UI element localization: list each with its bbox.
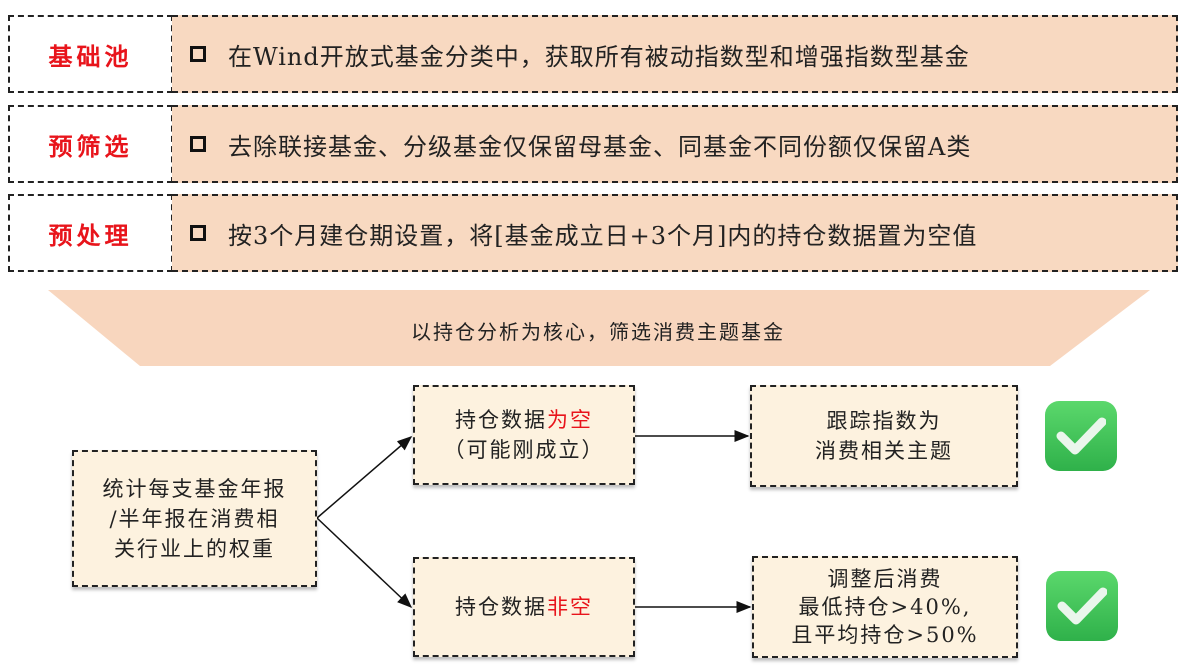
- box-text: 消费相关主题: [815, 439, 953, 463]
- row-label-prefilter: 预筛选: [8, 105, 173, 183]
- start-line: 关行业上的权重: [114, 536, 275, 561]
- square-bullet-icon: [190, 225, 206, 241]
- nonempty-result-box: 调整后消费 最低持仓>40%, 且平均持仓>50%: [752, 556, 1018, 658]
- box-text: 且平均持仓>50%: [791, 623, 979, 647]
- funnel-shape: [48, 290, 1150, 366]
- row-label-preprocess: 预处理: [8, 194, 173, 272]
- square-bullet-icon: [190, 46, 206, 62]
- row-label-base-pool: 基础池: [8, 15, 173, 93]
- arrow-to-nonempty: [316, 517, 413, 609]
- row-text: 按3个月建仓期设置，将[基金成立日+3个月]内的持仓数据置为空值: [228, 221, 978, 250]
- start-line: /半年报在消费相: [109, 506, 280, 531]
- box-text: 调整后消费: [827, 567, 943, 591]
- holdings-empty-box: 持仓数据为空 （可能刚成立）: [413, 385, 635, 485]
- holdings-nonempty-box: 持仓数据非空: [413, 557, 635, 657]
- row-text: 去除联接基金、分级基金仅保留母基金、同基金不同份额仅保留A类: [228, 132, 972, 161]
- row-content-prefilter: 去除联接基金、分级基金仅保留母基金、同基金不同份额仅保留A类: [172, 105, 1178, 183]
- empty-result-box: 跟踪指数为 消费相关主题: [750, 385, 1018, 487]
- square-bullet-icon: [190, 136, 206, 152]
- check-icon: [1046, 571, 1118, 641]
- highlight-text: 非空: [547, 595, 593, 619]
- check-icon: [1045, 401, 1117, 471]
- start-line: 统计每支基金年报: [102, 476, 287, 501]
- box-text: 最低持仓>40%,: [798, 595, 972, 619]
- funnel-caption: 以持仓分析为核心，筛选消费主题基金: [411, 320, 785, 344]
- row-text: 在Wind开放式基金分类中，获取所有被动指数型和增强指数型基金: [228, 42, 970, 71]
- start-box: 统计每支基金年报 /半年报在消费相 关行业上的权重: [72, 450, 317, 587]
- box-text: 持仓数据: [455, 595, 547, 619]
- row-content-preprocess: 按3个月建仓期设置，将[基金成立日+3个月]内的持仓数据置为空值: [172, 194, 1178, 272]
- highlight-text: 为空: [547, 408, 593, 432]
- box-text: 持仓数据: [455, 408, 547, 432]
- box-text: 跟踪指数为: [826, 409, 942, 433]
- arrow-to-empty: [316, 436, 413, 519]
- row-content-base-pool: 在Wind开放式基金分类中，获取所有被动指数型和增强指数型基金: [172, 15, 1178, 93]
- box-text: （可能刚成立）: [443, 438, 605, 462]
